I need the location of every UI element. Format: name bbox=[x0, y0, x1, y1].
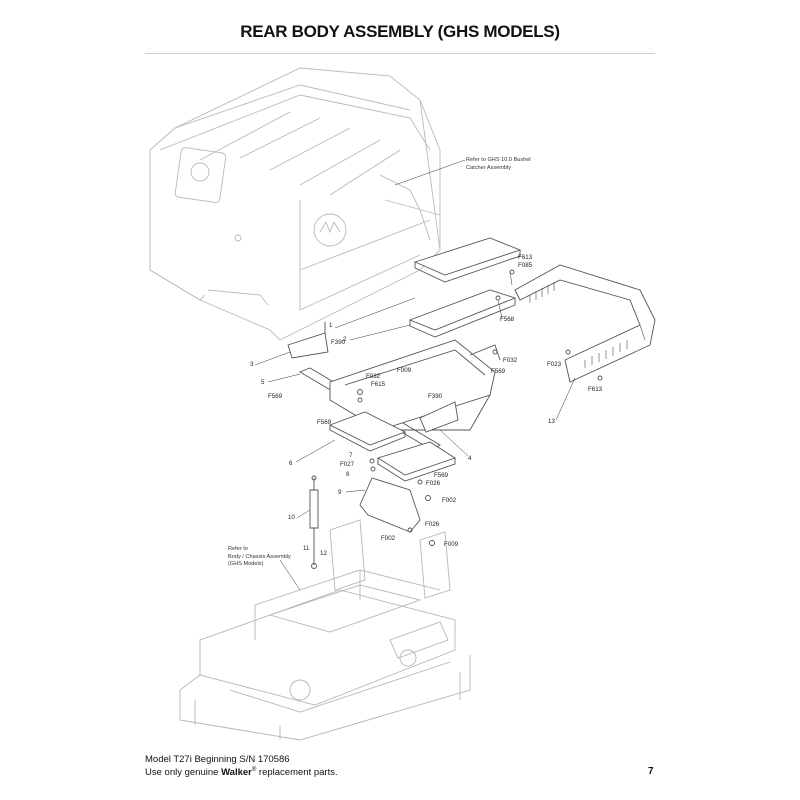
callout-13: 13 bbox=[548, 418, 555, 425]
callout-9: 9 bbox=[338, 489, 342, 496]
callout-f613-upper: F613 bbox=[518, 254, 533, 261]
title-divider bbox=[145, 53, 655, 54]
callout-5: 5 bbox=[261, 379, 265, 386]
callout-1: 1 bbox=[329, 322, 333, 329]
callout-8: 8 bbox=[346, 471, 350, 478]
page-footer: Model T27i Beginning S/N 170586 Use only… bbox=[145, 754, 338, 778]
callout-f569-right: F569 bbox=[491, 368, 506, 375]
leader-lines bbox=[254, 159, 576, 591]
callout-f568: F568 bbox=[500, 316, 515, 323]
brand-name: Walker bbox=[221, 767, 252, 779]
callout-f009-upper: F009 bbox=[397, 367, 412, 374]
callout-f615: F615 bbox=[371, 381, 386, 388]
callout-f613-lower: F613 bbox=[588, 386, 603, 393]
callout-f026-upper: F026 bbox=[426, 480, 441, 487]
catcher-housing-drawing bbox=[149, 67, 441, 341]
callout-f032-left: F032 bbox=[366, 373, 381, 380]
page-title: REAR BODY ASSEMBLY (GHS MODELS) bbox=[240, 22, 560, 41]
catcher-reference-note: Refer to GHS 10.0 Bushel Catcher Assembl… bbox=[466, 157, 531, 171]
registered-mark: ® bbox=[251, 767, 257, 773]
chassis-reference-note: Refer to Body / Chassis Assembly (GHS Mo… bbox=[228, 546, 291, 567]
model-serial-line: Model T27i Beginning S/N 170586 bbox=[145, 754, 290, 765]
page-number: 7 bbox=[648, 766, 654, 777]
callout-f032-right: F032 bbox=[503, 357, 518, 364]
callout-12: 12 bbox=[320, 550, 327, 557]
callout-f569-center: F569 bbox=[317, 419, 332, 426]
callout-2: 2 bbox=[343, 336, 347, 343]
callout-f009-lower: F009 bbox=[444, 541, 459, 548]
callout-f390-upper: F390 bbox=[331, 339, 346, 346]
callout-11: 11 bbox=[303, 545, 310, 552]
callout-4: 4 bbox=[468, 455, 472, 462]
callout-6: 6 bbox=[289, 460, 293, 467]
callout-f002-left: F002 bbox=[381, 535, 396, 542]
callout-f026-lower: F026 bbox=[425, 521, 440, 528]
genuine-parts-line: Use only genuine Walker® replacement par… bbox=[145, 767, 338, 779]
callout-3: 3 bbox=[250, 361, 254, 368]
callout-f002-right: F002 bbox=[442, 497, 457, 504]
parts-drawing bbox=[287, 237, 656, 569]
callout-f027: F027 bbox=[340, 461, 355, 468]
callout-f390-lower: F390 bbox=[428, 393, 443, 400]
callout-7: 7 bbox=[349, 452, 353, 459]
callout-f569-lower: F569 bbox=[434, 472, 449, 479]
callout-f085: F085 bbox=[518, 262, 533, 269]
callout-f569-left: F569 bbox=[268, 393, 283, 400]
callout-10: 10 bbox=[288, 514, 295, 521]
chassis-drawing bbox=[179, 519, 471, 741]
callout-f023: F023 bbox=[547, 361, 562, 368]
